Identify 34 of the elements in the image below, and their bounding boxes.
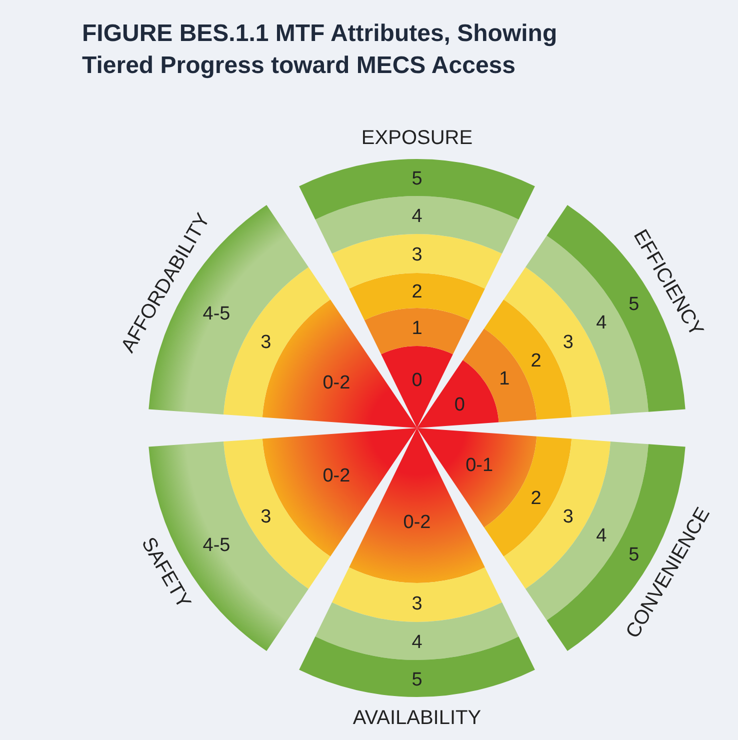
tier-number: 2 — [530, 488, 542, 509]
tier-number: 0 — [412, 370, 422, 391]
tier-number: 3 — [412, 594, 422, 614]
attribute-label: EXPOSURE — [361, 127, 473, 149]
tier-number: 1 — [499, 368, 510, 390]
tier-number: 3 — [260, 332, 272, 353]
tier-number: 4 — [412, 632, 422, 653]
tier-number: 1 — [412, 318, 422, 339]
tier-number: 3 — [562, 506, 574, 528]
tier-number: 0 — [454, 394, 465, 416]
tier-number: 5 — [412, 168, 422, 190]
figure-title: FIGURE BES.1.1 MTF Attributes, Showing Tiered Progress toward MECS Access — [82, 19, 558, 81]
ring-segment — [381, 346, 453, 428]
tier-number: 0-2 — [403, 512, 431, 533]
ring-segment — [484, 300, 572, 420]
ring-segment — [364, 308, 470, 354]
tier-number: 4 — [596, 312, 607, 334]
ring-segment — [349, 273, 485, 320]
tier-number: 2 — [530, 350, 542, 372]
tier-number: 3 — [562, 332, 574, 353]
ring-segment — [504, 438, 611, 589]
tier-number: 0-1 — [466, 455, 494, 476]
tier-number: 2 — [412, 282, 422, 302]
tier-number: 0-2 — [322, 372, 350, 394]
tier-number: 3 — [260, 506, 272, 528]
tier-number: 4 — [412, 206, 422, 227]
tier-number: 4 — [596, 526, 607, 546]
tier-number: 0-2 — [322, 466, 350, 486]
ring-segment — [332, 567, 502, 622]
attribute-label: AVAILABILITY — [352, 707, 482, 729]
tier-number: 3 — [412, 244, 422, 266]
tier-number: 4-5 — [202, 534, 230, 556]
tier-number: 5 — [412, 670, 422, 690]
ring-segment — [299, 636, 535, 696]
